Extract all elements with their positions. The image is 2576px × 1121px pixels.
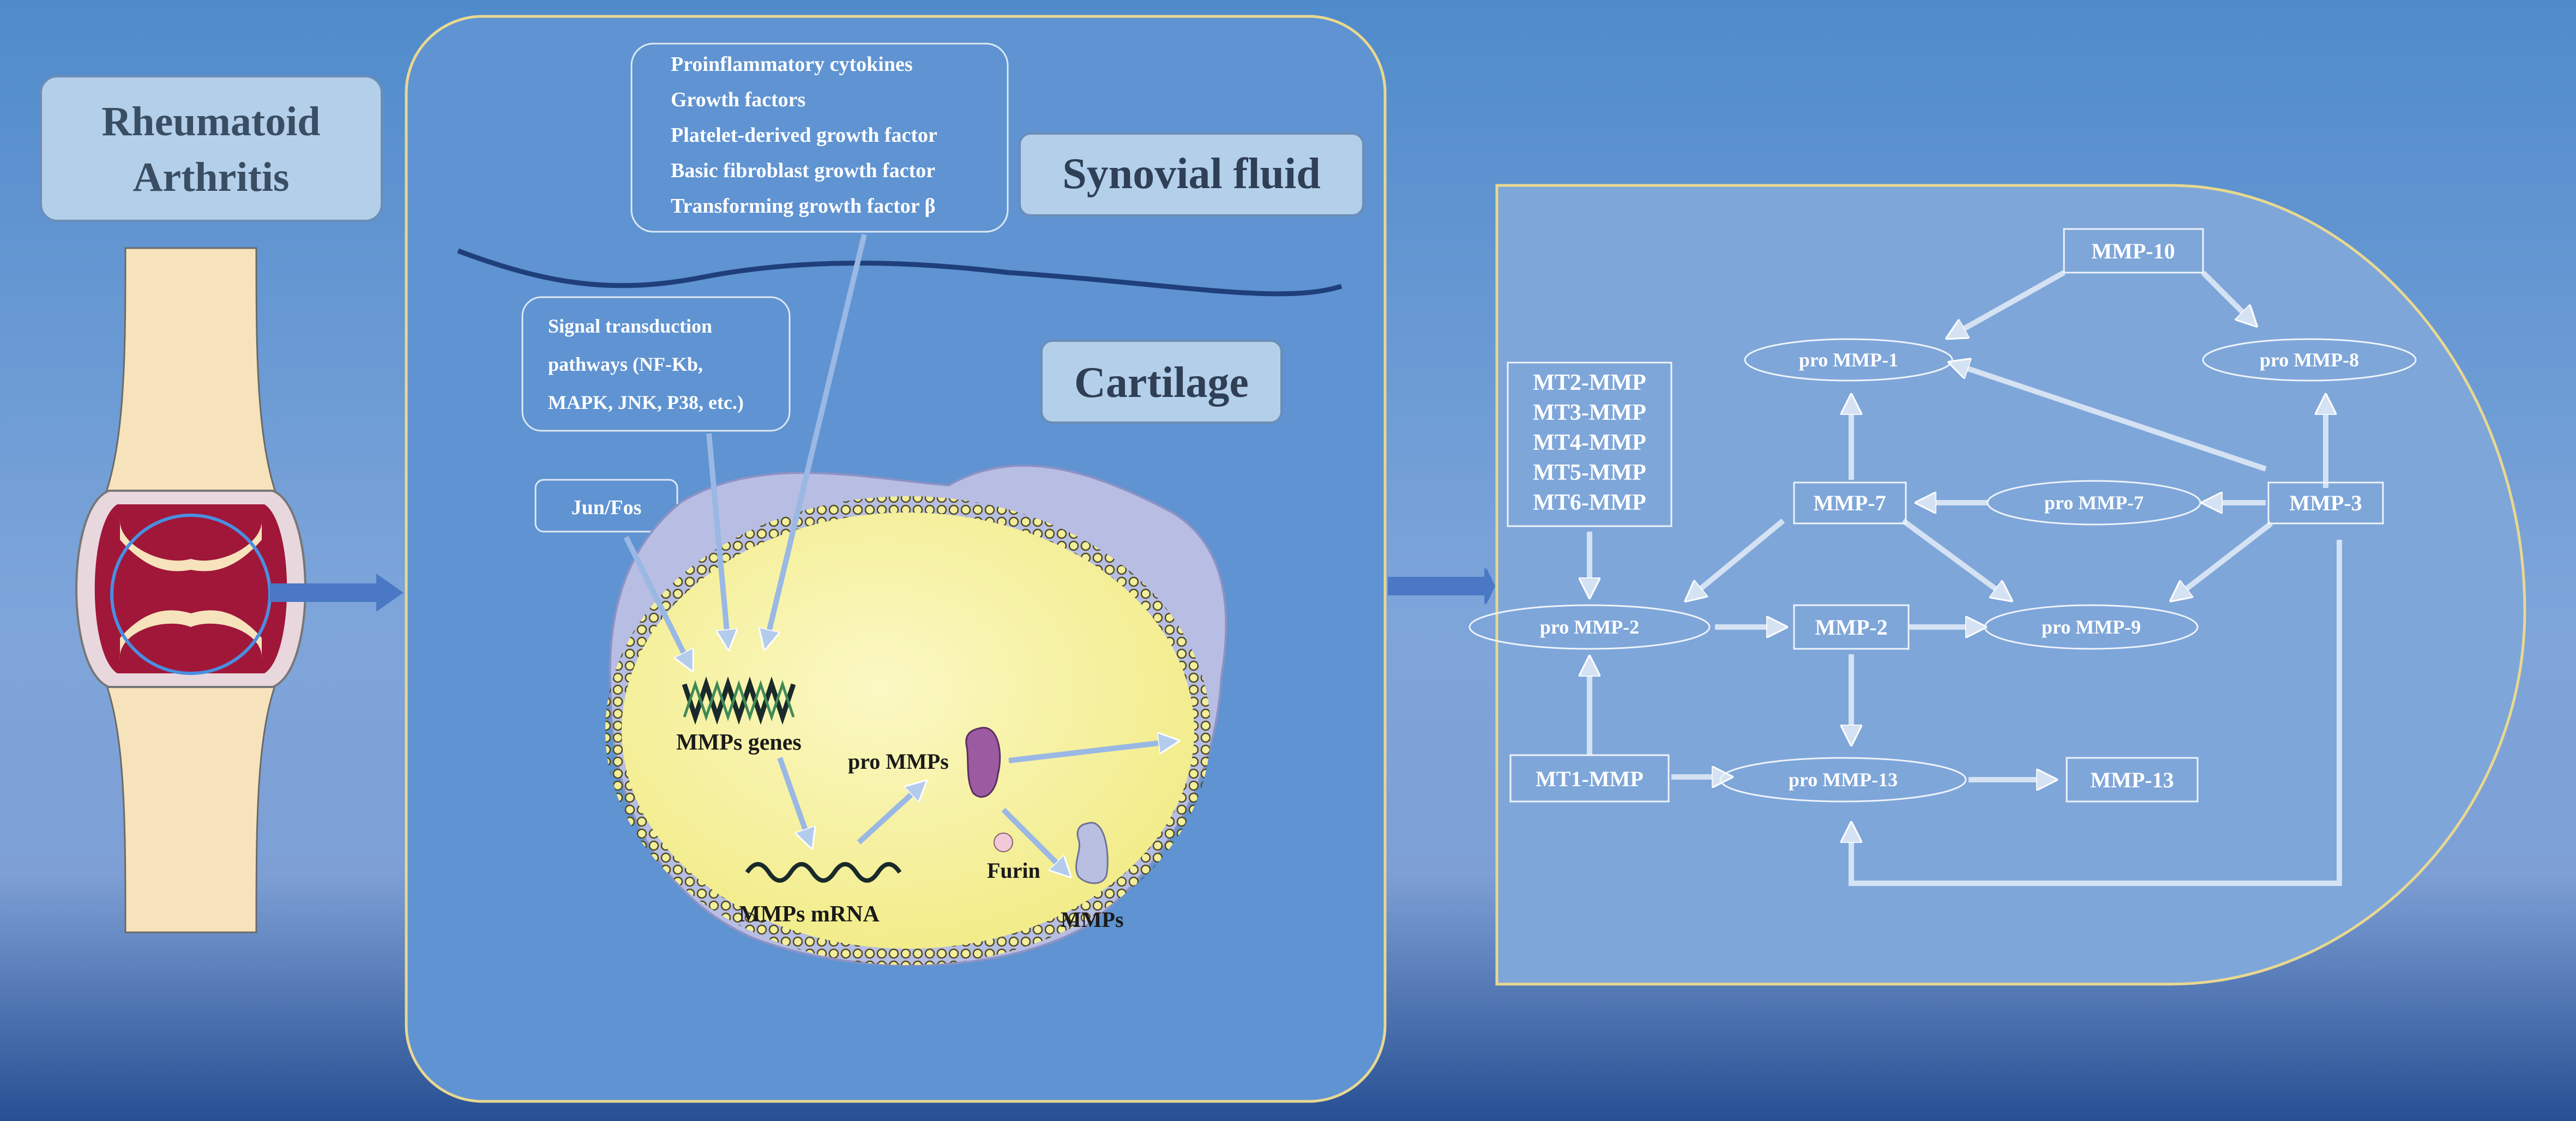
arrow-mmp10-pro-mmp8 xyxy=(2201,270,2252,322)
mt1-label: MT1-MMP xyxy=(1536,767,1644,791)
cell-cytoplasm xyxy=(622,513,1194,949)
mt5-label: MT5-MMP xyxy=(1533,460,1646,485)
arrow-signal-to-genes xyxy=(706,433,728,643)
mmp2-label: MMP-2 xyxy=(1815,615,1887,640)
pro-mmp8-label: pro MMP-8 xyxy=(2260,349,2359,371)
mmp7-box xyxy=(1793,481,1907,525)
cascade-nodes xyxy=(1468,228,2417,803)
dna-strand-icon xyxy=(683,680,795,721)
arrow-mmp10-pro-mmp1 xyxy=(1952,270,2066,335)
pro-mmp2-label: pro MMP-2 xyxy=(1540,616,1639,638)
arrow-mmp7-pro-mmp2 xyxy=(1690,519,1785,597)
mt3-label: MT3-MMP xyxy=(1533,400,1646,425)
svg-text:Synovial fluid: Synovial fluid xyxy=(1062,150,1321,198)
lower-cartilage xyxy=(119,610,262,660)
svg-text:Jun/Fos: Jun/Fos xyxy=(571,496,642,519)
mmp3-label: MMP-3 xyxy=(2289,491,2362,515)
arrow-mmp3-pro-mmp13 xyxy=(1851,540,2342,886)
signal-line-1: Signal transduction xyxy=(548,315,712,337)
furin-icon xyxy=(994,833,1013,852)
panel-arrow-1 xyxy=(270,574,404,612)
mmps-label: MMPs xyxy=(1061,907,1124,932)
mt2-label: MT2-MMP xyxy=(1533,370,1646,395)
mt-group-box xyxy=(1507,361,1672,527)
mmp2-box xyxy=(1793,604,1910,650)
cascade-labels: MT2-MMP MT3-MMP MT4-MMP MT5-MMP MT6-MMP … xyxy=(1533,239,2362,792)
pathway-arrows xyxy=(623,233,1172,872)
mt6-label: MT6-MMP xyxy=(1533,490,1646,515)
inflamed-synovium xyxy=(94,504,287,673)
mmp10-box xyxy=(2063,228,2204,274)
mrna-label: MMPs mRNA xyxy=(739,902,880,927)
synovial-fluid-label: Synovial fluid xyxy=(1019,132,1364,216)
cell xyxy=(605,464,1227,967)
arrow-mmp7-pro-mmp9 xyxy=(1901,518,2007,597)
mmp3-box xyxy=(2267,481,2384,525)
title-line-2: Arthritis xyxy=(133,154,289,200)
pro-mmp8-node xyxy=(2202,338,2417,382)
arrow-junfos-to-genes xyxy=(623,535,690,665)
svg-text:Cartilage: Cartilage xyxy=(1074,359,1249,407)
pro-mmp2-node xyxy=(1468,604,1711,650)
signal-pathways-box: Signal transduction pathways (NF-Kb, MAP… xyxy=(521,296,791,432)
signal-line-3: MAPK, JNK, P38, etc.) xyxy=(548,391,744,413)
arrow-mrna-to-pro xyxy=(857,785,922,845)
stimulus-3: Platelet-derived growth factor xyxy=(671,124,937,147)
dna-icon xyxy=(682,676,796,725)
synovium-boundary xyxy=(457,248,1343,297)
stimulus-5: Transforming growth factor β xyxy=(671,195,935,218)
cascade-arrows xyxy=(1590,270,2342,886)
arrow-stimuli-to-genes xyxy=(766,233,867,643)
stimulus-4: Basic fibroblast growth factor xyxy=(671,159,935,182)
title-box: Rheumatoid Arthritis xyxy=(40,75,383,222)
cartilage-label: Cartilage xyxy=(1040,340,1283,424)
stimuli-box: Proinflammatory cytokines Growth factors… xyxy=(630,43,1009,233)
pro-mmp9-label: pro MMP-9 xyxy=(2042,616,2141,638)
mt1-box xyxy=(1509,754,1670,803)
panel-arrow-2 xyxy=(1388,567,1495,605)
pro-mmp7-label: pro MMP-7 xyxy=(2044,492,2144,514)
arrow-mmp3-pro-mmp1 xyxy=(1955,364,2267,472)
pro-mmp1-node xyxy=(1744,338,1953,382)
pro-mmp13-node xyxy=(1719,757,1967,803)
arrow-pro-secreted xyxy=(1008,742,1172,763)
pro-mmp13-label: pro MMP-13 xyxy=(1789,769,1898,791)
stimulus-2: Growth factors xyxy=(671,88,805,111)
mmp-shape xyxy=(1075,822,1109,884)
arrow-pro-to-mmps xyxy=(1001,807,1066,872)
pro-mmp-shape xyxy=(965,727,1001,798)
upper-bone xyxy=(99,247,282,508)
arrow-mmp3-pro-mmp9 xyxy=(2176,521,2273,597)
signal-line-2: pathways (NF-Kb, xyxy=(548,353,703,375)
mmp13-box xyxy=(2066,757,2199,803)
mt4-label: MT4-MMP xyxy=(1533,430,1646,455)
pro-mmp7-node xyxy=(1987,480,2201,526)
mmp13-label: MMP-13 xyxy=(2090,768,2174,792)
stimulus-1: Proinflammatory cytokines xyxy=(671,53,913,76)
arrow-genes-to-mrna xyxy=(777,757,810,842)
pro-mmp9-node xyxy=(1984,604,2199,650)
lower-bone xyxy=(99,670,282,933)
upper-cartilage xyxy=(119,518,262,571)
furin-label: Furin xyxy=(987,858,1040,883)
mrna-icon xyxy=(745,862,902,883)
genes-label: MMPs genes xyxy=(676,730,802,755)
pro-mmps-label: pro MMPs xyxy=(848,749,949,774)
pro-mmp1-label: pro MMP-1 xyxy=(1799,349,1898,371)
mmp10-label: MMP-10 xyxy=(2091,239,2175,263)
mmp7-label: MMP-7 xyxy=(1813,491,1886,515)
joint-illustration xyxy=(75,247,306,933)
title-line-1: Rheumatoid xyxy=(101,99,320,144)
